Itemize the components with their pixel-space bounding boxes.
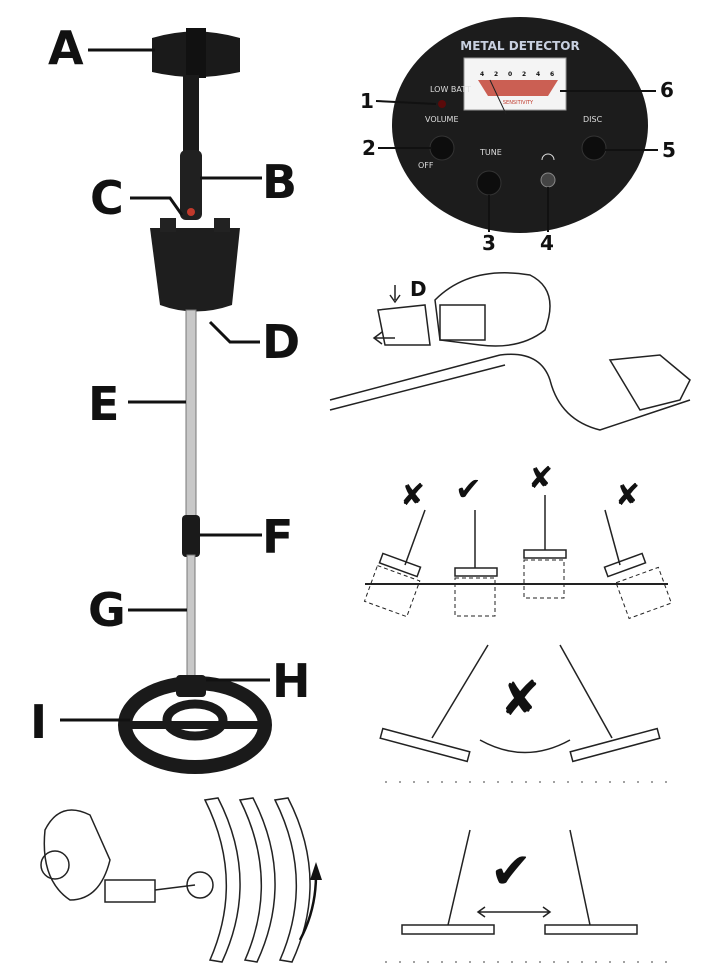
callout-6: 6 [660,78,674,102]
callout-2: 2 [362,136,376,160]
search-coil [118,676,272,774]
check-icon: ✔ [490,842,532,900]
tune-label: TUNE [479,148,502,157]
battery-label-d: D [410,277,427,301]
svg-text:2: 2 [494,71,498,78]
panel-title: METAL DETECTOR [460,39,579,53]
wrong-swing-illustration: ✘ [379,644,670,783]
headphones-icon [541,153,555,161]
headphone-jack [540,172,556,188]
swing-arrow-icon [479,739,571,754]
tune-knob [476,170,502,196]
label-d: D [262,315,300,369]
label-i: I [30,695,47,749]
arrow-left-icon [372,331,395,345]
label-a: A [48,21,84,75]
check-icon: ✔ [455,470,482,508]
arrow-icon [298,874,318,941]
sweep-pattern-illustration [40,797,322,963]
low-batt-led [438,100,446,108]
callout-5: 5 [662,138,676,162]
volume-knob [429,135,455,161]
label-f: F [262,510,293,564]
arrow-down-icon [389,285,401,304]
handle [180,150,202,220]
svg-text:2: 2 [522,71,526,78]
correct-flat: ✔ [454,470,498,617]
lower-shaft [186,554,196,681]
disc-label: DISC [583,115,603,124]
cross-icon: ✘ [615,478,640,513]
label-h: H [272,654,311,708]
label-e: E [88,377,119,431]
trigger-button [187,208,195,216]
correct-swing-illustration: ✔ [385,829,670,963]
control-box [150,228,240,312]
callout-4: 4 [540,231,554,255]
svg-text:0: 0 [508,71,512,78]
svg-text:4: 4 [480,71,484,78]
wrong-tilt-right: ✘ [603,478,672,620]
battery-illustration: D [329,272,691,431]
off-label: OFF [418,161,434,170]
svg-text:6: 6 [550,71,554,78]
callout-3: 3 [482,231,496,255]
wrong-tilt-left: ✘ [363,478,426,618]
wrong-too-high: ✘ [523,461,567,599]
low-batt-label: LOW BATT [430,85,471,94]
cross-icon: ✘ [500,671,540,727]
label-b: B [262,155,297,209]
middle-shaft [185,309,197,521]
sweep-arc [203,797,241,963]
shaft-lock [182,515,200,557]
cross-icon: ✘ [528,461,553,496]
svg-text:4: 4 [536,71,540,78]
label-c: C [90,171,124,225]
control-panel: METAL DETECTOR 4 2 0 2 4 6 SENSITIVITY L… [360,17,676,255]
detector-assembly [118,28,272,774]
swing-arrow-icon [476,906,552,918]
disc-knob [581,135,607,161]
coil-angle-illustration: ✘ ✔ ✘ ✘ [363,461,672,620]
label-g: G [88,583,126,637]
callout-1: 1 [360,89,374,113]
volume-label: VOLUME [425,115,459,124]
user-top-view [43,809,111,901]
meter-caption: SENSITIVITY [503,100,534,106]
part-labels: A B C D E F G H I [30,21,311,749]
cross-icon: ✘ [400,478,425,513]
